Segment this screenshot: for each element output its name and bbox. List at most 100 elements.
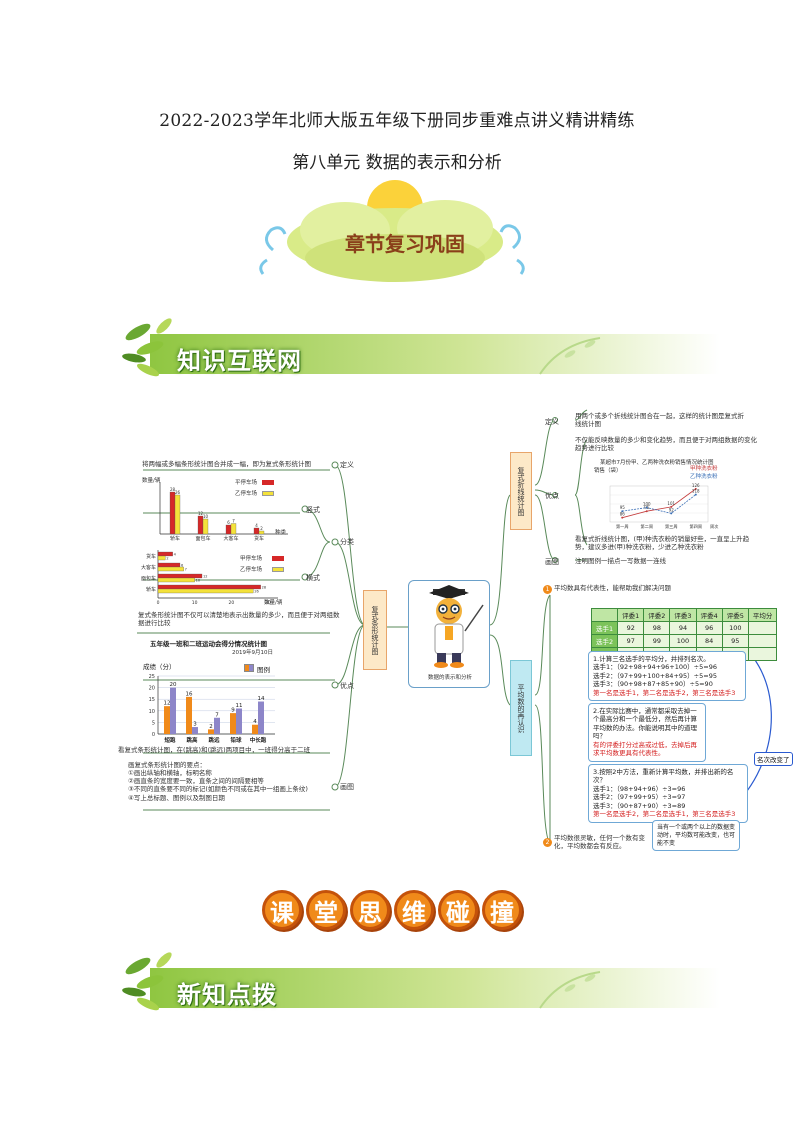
schart-value-label: 9 [231, 708, 235, 714]
bar-vertical-label: 竖式 [306, 506, 320, 514]
line-advantage-label: 优点 [545, 492, 559, 500]
avg-q1-title: 1.计算三名选手的平均分，并排列名次。 [593, 655, 710, 663]
vchart-bar [225, 524, 232, 535]
bar-advantage-text-2: 看复式条形统计图，在(跳高)和(跳远)两项目中，一班得分高于二班 [118, 746, 311, 754]
line-advantage-text-2: 看复式折线统计图，(甲)种洗衣粉的销量好些，一直呈上升趋势，建议多进(甲)种洗衣… [575, 535, 750, 552]
schart-tick-label: 25 [149, 674, 155, 680]
hchart-tick-label: 30 [265, 600, 271, 606]
avg-q1-line-1: 选手1：（92+98+94+96+100）÷5=96 [593, 663, 717, 672]
avg-q1-result: 第一名是选手1，第二名是选手2，第三名是选手3 [593, 688, 736, 697]
hchart-legend-1: 甲停车场 [240, 556, 263, 562]
hchart-bar [157, 555, 166, 561]
score-th: 评委1 [617, 608, 645, 622]
line-legend-2: 乙种洗衣粉 [690, 474, 718, 480]
hchart-bar [157, 588, 254, 594]
bar-definition-text: 将两幅或多幅条形统计图合并成一幅，即为复式条形统计图 [142, 460, 311, 468]
schart-category-label: 铅球 [230, 736, 242, 744]
sports-chart-date: 2019年9月10日 [232, 650, 273, 656]
vchart-value-label: 6 [227, 520, 230, 525]
vchart-bar [230, 523, 237, 535]
score-th: 评委5 [721, 608, 749, 622]
vchart-bar [258, 530, 265, 535]
line-advantage-text-1: 不仅能反映数量的多少和变化趋势，而且便于对两组数据的变化趋势进行比较 [575, 436, 757, 453]
vchart-legend-1: 平停车场 [235, 480, 258, 486]
score-cell: 84 [695, 634, 723, 648]
avg-q1-bubble: 1.计算三名选手的平均分，并排列名次。 选手1：（92+98+94+96+100… [588, 651, 746, 702]
lchart-value-label: 126 [692, 483, 700, 488]
banner-title-new-knowledge: 新知点拨 [177, 981, 277, 1009]
lchart-category-label: 第一周 [616, 523, 629, 530]
sports-legend-label: 图例 [257, 666, 270, 674]
hchart-category-label: 大客车 [141, 564, 156, 571]
center-node: 数据的表示和分析 [408, 580, 490, 688]
section-banner-1 [122, 318, 720, 377]
hchart-category-label: 货车 [146, 553, 156, 560]
schart-category-label: 跳远 [208, 736, 220, 744]
classroom-title-char: 思 [350, 890, 390, 930]
lchart-point [621, 516, 624, 519]
bar-horizontal-label: 横式 [306, 574, 320, 582]
bar-advantage-text: 复式条形统计图不仅可以清楚地表示出数量的多少，而且便于对两组数据进行比较 [138, 611, 340, 628]
vchart-category-label: 大客车 [223, 535, 238, 542]
vchart-bar [253, 527, 260, 535]
schart-bar [258, 701, 264, 734]
line-draw-text: 注明图例一描点一写数据一连线 [575, 557, 666, 565]
schart-value-label: 12 [164, 701, 171, 707]
score-cell: 99 [643, 634, 671, 648]
bar-draw-label: 画图 [340, 783, 354, 791]
score-th: 评委4 [695, 608, 723, 622]
score-cell: 100 [721, 621, 749, 635]
rank-change-note: 名次改变了 [754, 752, 793, 766]
vchart-category-label: 轿车 [170, 535, 180, 542]
avg-intro-marker: 1 [543, 585, 552, 594]
classroom-title-char: 碰 [438, 890, 478, 930]
score-th [590, 608, 619, 622]
document-title: 2022-2023学年北师大版五年级下册同步重难点讲义精讲精练 [159, 111, 635, 131]
avg-q2-bubble: 2.在实际比赛中，通常都采取去掉一个最高分和一个最低分，然后再计算平均数的办法。… [588, 703, 706, 762]
score-cell: 选手2 [590, 634, 619, 648]
hchart-value-label: 12 [203, 575, 207, 579]
classroom-title-char: 撞 [482, 890, 522, 930]
avg-note-marker: 2 [543, 838, 552, 847]
vchart-legend-swatch-1 [262, 480, 274, 485]
score-cell [747, 647, 778, 661]
schart-value-label: 7 [215, 712, 219, 718]
schart-bar [186, 696, 192, 734]
avg-note-text: 平均数很灵敏，任何一个数有变化，平均数都会有反应。 [554, 834, 645, 851]
cloud-sun-graphic [259, 180, 525, 282]
score-cell: 96 [695, 621, 723, 635]
hchart-value-label: 7 [185, 568, 187, 572]
score-cell: 选手1 [590, 621, 619, 635]
unit-title: 第八单元 数据的表示和分析 [292, 153, 502, 173]
schart-bar [164, 706, 170, 734]
hchart-category-label: 轿车 [146, 586, 156, 593]
lchart-point [645, 506, 648, 509]
schart-value-label: 11 [236, 703, 243, 709]
hchart-value-label: 4 [174, 553, 177, 557]
schart-bar [230, 713, 236, 734]
bar-advantage-label: 优点 [340, 682, 354, 690]
schart-tick-label: 5 [152, 720, 155, 726]
line-chart-ylabel: 销售（袋） [594, 468, 622, 474]
vchart-category-label: 货车 [254, 535, 264, 542]
lchart-series-line [622, 488, 696, 519]
hchart-legend-swatch-1 [272, 556, 284, 561]
vchart-xlabel: 种类 [275, 530, 287, 536]
lchart-point [670, 512, 673, 515]
score-cell: 100 [669, 634, 697, 648]
classroom-title-char: 课 [262, 890, 302, 930]
draw-step-2: ②画直条的宽度要一致，直条之间的间隔要相等 [128, 777, 264, 786]
avg-q3-line-2: 选手2：（97+99+95）÷3=97 [593, 793, 686, 802]
avg-q3-result: 第一名是选手2，第二名是选手1，第三名是选手3 [593, 810, 736, 819]
hchart-value-label: 10 [196, 579, 200, 583]
score-cell [747, 621, 778, 635]
vchart-bar [169, 491, 176, 535]
schart-bar [214, 717, 220, 734]
vchart-legend-swatch-2 [262, 491, 274, 496]
hchart-value-label: 28 [262, 586, 266, 590]
hchart-value-label: 6 [181, 564, 183, 568]
vchart-ylabel: 数量/辆 [142, 478, 161, 484]
center-node-label: 数据的表示和分析 [427, 675, 472, 681]
